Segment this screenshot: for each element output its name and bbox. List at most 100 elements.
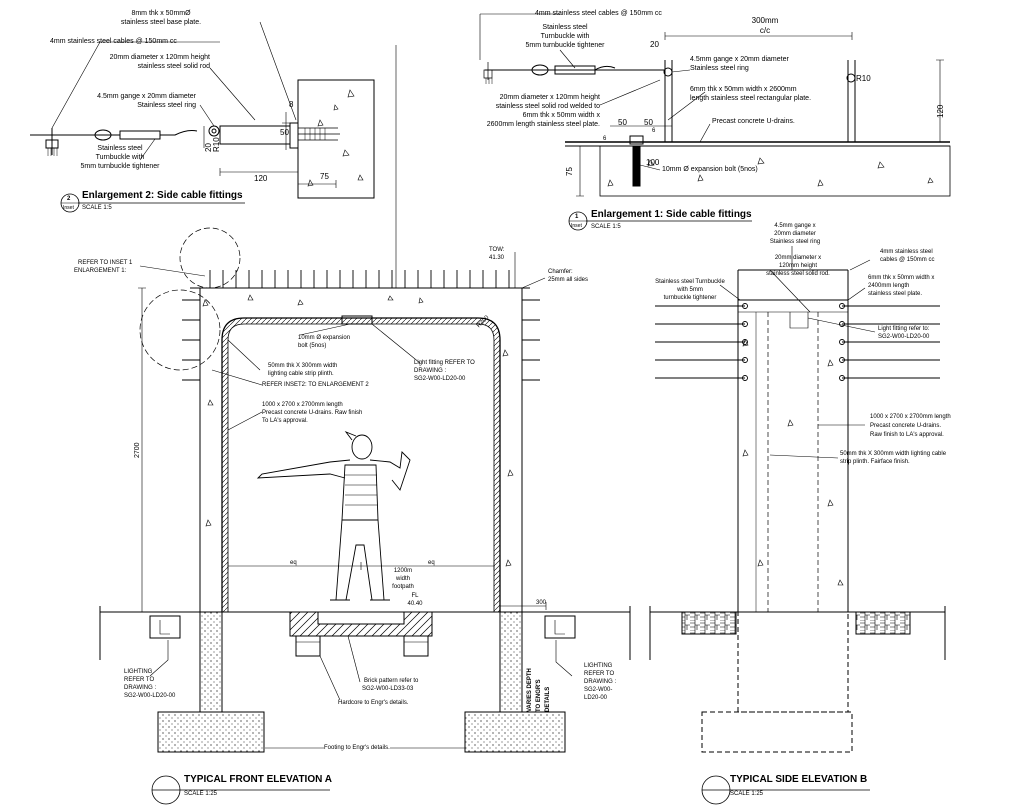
enl2-rod-line1: 20mm diameter x 120mm height: [109, 54, 210, 61]
enl1-scale: SCALE 1:5: [591, 224, 621, 230]
front-brick-line1: Brick pattern refer to: [364, 678, 419, 684]
front-udrain-line1: 1000 x 2700 x 2700mm length: [262, 402, 343, 408]
side-plate-line1: 6mm thk x 50mm width x: [868, 275, 935, 281]
side-light-line1: Light fitting refer to:: [878, 326, 930, 332]
enlargement-1-detail: [479, 13, 951, 231]
side-plate-line3: stainless steel plate.: [868, 291, 923, 297]
front-title: TYPICAL FRONT ELEVATION A: [184, 774, 332, 785]
front-hardcore: Hardcore to Engr's details.: [338, 700, 409, 706]
front-eq-left: eq: [290, 560, 297, 566]
front-footpath-line3: footpath: [392, 584, 414, 590]
enl2-dim-50: 50: [280, 128, 289, 137]
front-footing: Footing to Engr's details.: [324, 744, 390, 752]
enl1-rod-line4: 2600mm length stainless steel plate.: [486, 121, 600, 128]
enl1-dim-75: 75: [565, 167, 574, 176]
enl2-bubble-tag: Inset: [63, 205, 74, 211]
front-footpath-line1: 1200m: [393, 568, 413, 574]
side-rod-line2: 120mm height: [778, 263, 818, 269]
side-udrain-line1: 1000 x 2700 x 2700mm length: [870, 414, 951, 420]
front-light-line2: DRAWING :: [414, 368, 447, 374]
enl2-dim-8: 8: [289, 100, 294, 109]
front-lighting-r-line1: LIGHTING: [584, 663, 613, 669]
side-ring-line3: Stainless steel ring: [769, 239, 821, 245]
enl1-turnbuckle-line3: 5mm turnbuckle tightener: [525, 42, 605, 49]
side-plate-line2: 2400mm length: [868, 283, 910, 289]
side-ring-line1: 4.5mm gange x: [774, 223, 816, 229]
enl2-dim-75: 75: [320, 172, 329, 181]
front-footpath-line2: width: [395, 576, 410, 582]
side-turnbuckle-line3: turnbuckle tightener: [663, 295, 717, 301]
front-lighting-r-line4: SG2-W00-: [584, 687, 613, 693]
enl1-ring-line2: Stainless steel ring: [690, 65, 749, 72]
enl2-rod-line2: stainless steel solid rod: [137, 63, 210, 70]
front-dim-2700: 2700: [134, 442, 141, 458]
enl1-spacing-line2: c/c: [759, 26, 771, 35]
front-lighting-r-line3: DRAWING :: [584, 679, 617, 685]
side-plinth-line1: 50mm thk X 300mm width lighting cable: [840, 451, 947, 457]
enl2-ring-line2: Stainless steel ring: [137, 102, 196, 109]
side-turnbuckle-line1: Stainless steel Turnbuckle: [655, 279, 725, 285]
enl2-turnbuckle-line2: Turnbuckle with: [95, 154, 145, 161]
front-elevation-a: [99, 45, 631, 805]
front-fl-value: 40.40: [407, 601, 423, 607]
enl2-dim-r10: R10: [212, 137, 221, 152]
side-ring-line2: 20mm diameter: [774, 231, 816, 237]
side-cables-line2: cables @ 150mm cc: [880, 257, 935, 263]
front-bolt-line1: 10mm Ø expansion: [298, 335, 351, 341]
front-plinth-line2: lighting cable strip plinth.: [268, 371, 334, 377]
enl1-dim-6a: 6: [603, 136, 607, 142]
enl1-spacing-line1: 300mm: [751, 16, 779, 25]
enl1-dim-100: 100: [646, 158, 660, 167]
enl1-cables-label: 4mm stainless steel cables @ 150mm cc: [535, 10, 662, 17]
enl2-turnbuckle-line1: Stainless steel: [97, 145, 143, 152]
side-plinth-line2: strip plinth. Fairface finish.: [840, 459, 910, 465]
front-refer2: REFER INSET2: TO ENLARGEMENT 2: [262, 382, 369, 388]
enl2-base-plate-line2: stainless steel base plate.: [120, 19, 202, 26]
front-brick-line2: SG2-W00-LD33-03: [362, 686, 414, 692]
front-scale: SCALE 1:25: [184, 791, 218, 797]
front-lighting-l-line4: SG2-W00-LD20-00: [124, 693, 176, 699]
front-plinth-line1: 50mm thk X 300mm width: [268, 363, 338, 369]
front-lighting-l-line2: REFER TO: [124, 677, 155, 683]
side-rod-line3: stainless steel solid rod.: [766, 271, 830, 277]
front-udrain-line3: To LA's approval.: [262, 418, 308, 424]
enl2-base-plate-line1: 8mm thk x 50mmØ: [131, 10, 191, 17]
front-lighting-l-line3: DRAWING :: [124, 685, 157, 691]
enl2-scale: SCALE 1:5: [82, 205, 112, 211]
enl2-turnbuckle-line3: 5mm turnbuckle tightener: [80, 163, 160, 170]
enl1-dim-50b: 50: [644, 118, 653, 127]
side-turnbuckle-line2: with 5mm: [677, 287, 703, 293]
enl1-dim-20: 20: [650, 40, 659, 49]
front-lighting-r-line2: REFER TO: [584, 671, 615, 677]
side-udrain-line3: Raw finish to LA's approval.: [870, 432, 944, 438]
enl1-udrain-label: Precast concrete U-drains.: [712, 118, 795, 125]
side-udrain-line2: Precast concrete U-drains.: [870, 423, 942, 429]
side-elevation-b: [649, 246, 946, 805]
side-rod-line1: 20mm diameter x: [774, 255, 822, 261]
enl2-ring-line1: 4.5mm gange x 20mm diameter: [97, 93, 196, 100]
enl2-title: Enlargement 2: Side cable fittings: [82, 190, 243, 201]
front-light-line3: SG2-W00-LD20-00: [414, 376, 466, 382]
enl2-dim-120: 120: [254, 174, 268, 183]
front-light-line1: Light fitting REFER TO: [414, 360, 475, 366]
front-varies-line3: DETAILS: [545, 686, 551, 712]
enl1-plate-line2: length stainless steel rectangular plate…: [690, 95, 812, 102]
enl1-bubble-tag: Inset: [571, 223, 582, 229]
front-refer1-line2: ENLARGEMENT 1:: [74, 268, 127, 274]
front-tow-value: 41.30: [489, 255, 505, 261]
front-bolt-line2: bolt (5nos): [298, 343, 327, 349]
side-cables-line1: 4mm stainless steel: [880, 249, 933, 255]
enl1-dim-r10: R10: [856, 74, 871, 83]
enl1-rod-line3: 6mm thk x 50mm width x: [522, 112, 600, 119]
enl1-turnbuckle-line1: Stainless steel: [542, 24, 588, 31]
front-refer1-line1: REFER TO INSET 1: [78, 260, 133, 266]
human-scale-figure: [256, 430, 411, 601]
enl1-turnbuckle-line2: Turnbuckle with: [540, 33, 590, 40]
side-scale: SCALE 1:25: [730, 791, 764, 797]
enlargement-2-detail: [30, 21, 375, 213]
side-title: TYPICAL SIDE ELEVATION B: [730, 774, 868, 785]
front-fl-label: FL: [411, 593, 419, 599]
side-light-line2: SG2-W00-LD20-00: [878, 334, 930, 340]
front-lighting-l-line1: LIGHTING: [124, 669, 153, 675]
